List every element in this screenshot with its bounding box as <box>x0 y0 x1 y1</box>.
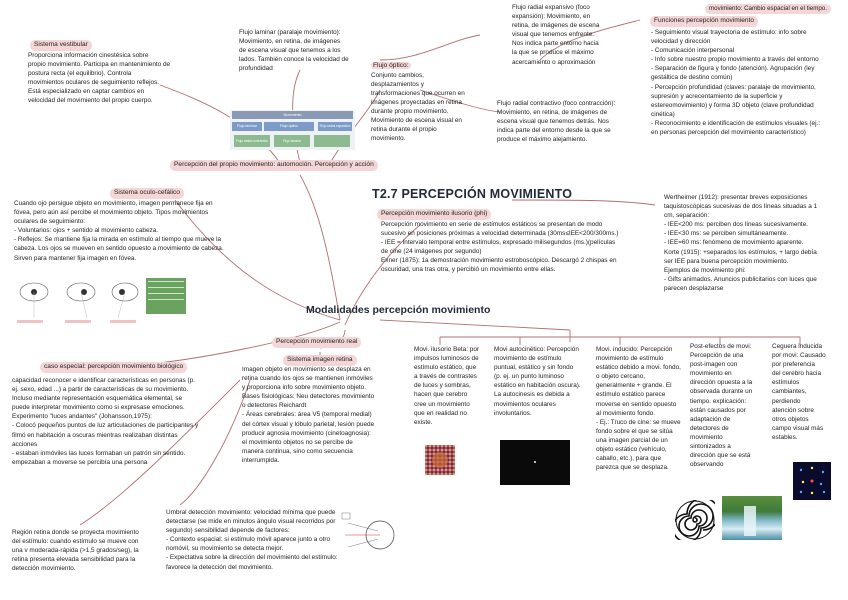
biologico-title: caso especial: percepción movimiento bio… <box>40 362 188 373</box>
oculo-small-labels <box>15 320 185 326</box>
diagram-box-1: Flujo óptico <box>264 122 314 131</box>
eye-diagram-1 <box>15 278 53 320</box>
autocinetico-text: Movi autocinético: Percepción movimiento… <box>494 346 581 417</box>
diagram-top-box: Movimiento <box>232 111 353 119</box>
umbral-text: Umbral detección movimiento: velocidad m… <box>166 509 338 571</box>
ilusorio-title: Percepción movimiento ilusorio (phi) <box>377 209 492 220</box>
expansivo-text: Flujo radial expansivo (foco expansión):… <box>512 4 600 66</box>
real-subtitle: Sistema imagen retina <box>283 355 357 366</box>
inducido-text: Movi. inducido: Percepción movimiento de… <box>596 346 681 472</box>
optico-block: Flujo óptico: Conjunto cambios, desplaza… <box>371 52 481 143</box>
diagram-box-6 <box>314 135 350 147</box>
optico-text: Conjunto cambios, desplazamientos y tran… <box>371 71 465 143</box>
real-title: Percepción movimiento real <box>272 337 362 348</box>
oculo-table-image <box>146 278 186 314</box>
functions-title: Funciones percepción movimiento <box>650 16 759 27</box>
waterfall-image <box>722 496 782 540</box>
oculo-text: Cuando ojo persigue objeto en movimiento… <box>14 200 224 262</box>
oculo-title: Sistema oculo-cefálico <box>110 188 184 199</box>
biologico-text: capacidad reconocer e identificar caract… <box>12 377 199 466</box>
spiral-image <box>672 497 720 543</box>
wertheimer-text: Wertheimer (1912): presentar breves expo… <box>664 194 818 292</box>
ceguera-text: Ceguera inducida por movi: Causado por p… <box>772 343 826 441</box>
laminar-text: Flujo laminar (paralaje movimiento): Mov… <box>239 29 349 73</box>
vestibular-text: Proporciona información cinestésica sobr… <box>28 52 171 105</box>
ilusorio-text: Percepción movimiento en serie de estímu… <box>381 221 619 274</box>
postefectos-text: Post-efectos de movi: Percepción de una … <box>690 343 753 469</box>
region-text: Región retina donde se proyecta movimien… <box>12 529 139 573</box>
diagram-box-4: Flujo radial contractivo <box>234 135 270 147</box>
diagram-box-2: Flujo laminar <box>232 122 262 131</box>
diagram-box-3: Flujo radial expansivo <box>318 122 352 131</box>
optic-flow-diagram: Movimiento Flujo óptico Flujo laminar Fl… <box>230 110 355 150</box>
center-node: Modalidades percepción movimiento <box>306 304 491 316</box>
eye-diagram-2 <box>62 278 100 320</box>
real-text: Imagen objeto en movimiento se desplaza … <box>242 366 375 464</box>
contractivo-text: Flujo radial contractivo (foco contracci… <box>497 100 616 144</box>
autocinetico-image <box>500 440 570 485</box>
beta-illusion-image <box>425 445 455 475</box>
page-title: T2.7 PERCEPCIÓN MOVIMIENTO <box>372 187 573 201</box>
eye-diagram-3 <box>108 278 142 320</box>
diagram-box-5: Flujo laminar <box>274 135 310 147</box>
eye-retina-diagram <box>340 505 400 565</box>
automocion-header: Percepción del propio movimiento: automo… <box>170 160 378 171</box>
optico-title: Flujo óptico: <box>371 62 411 70</box>
beta-text: Movi. ilusorio Beta: por impulsos lumino… <box>414 346 479 426</box>
vestibular-title: Sistema vestibular <box>30 40 92 51</box>
functions-tag: movimiento: Cambio espacial en el tiempo… <box>705 4 831 15</box>
functions-text: - Seguimiento visual trayectoria de estí… <box>651 29 821 137</box>
ceguera-image <box>793 462 831 500</box>
